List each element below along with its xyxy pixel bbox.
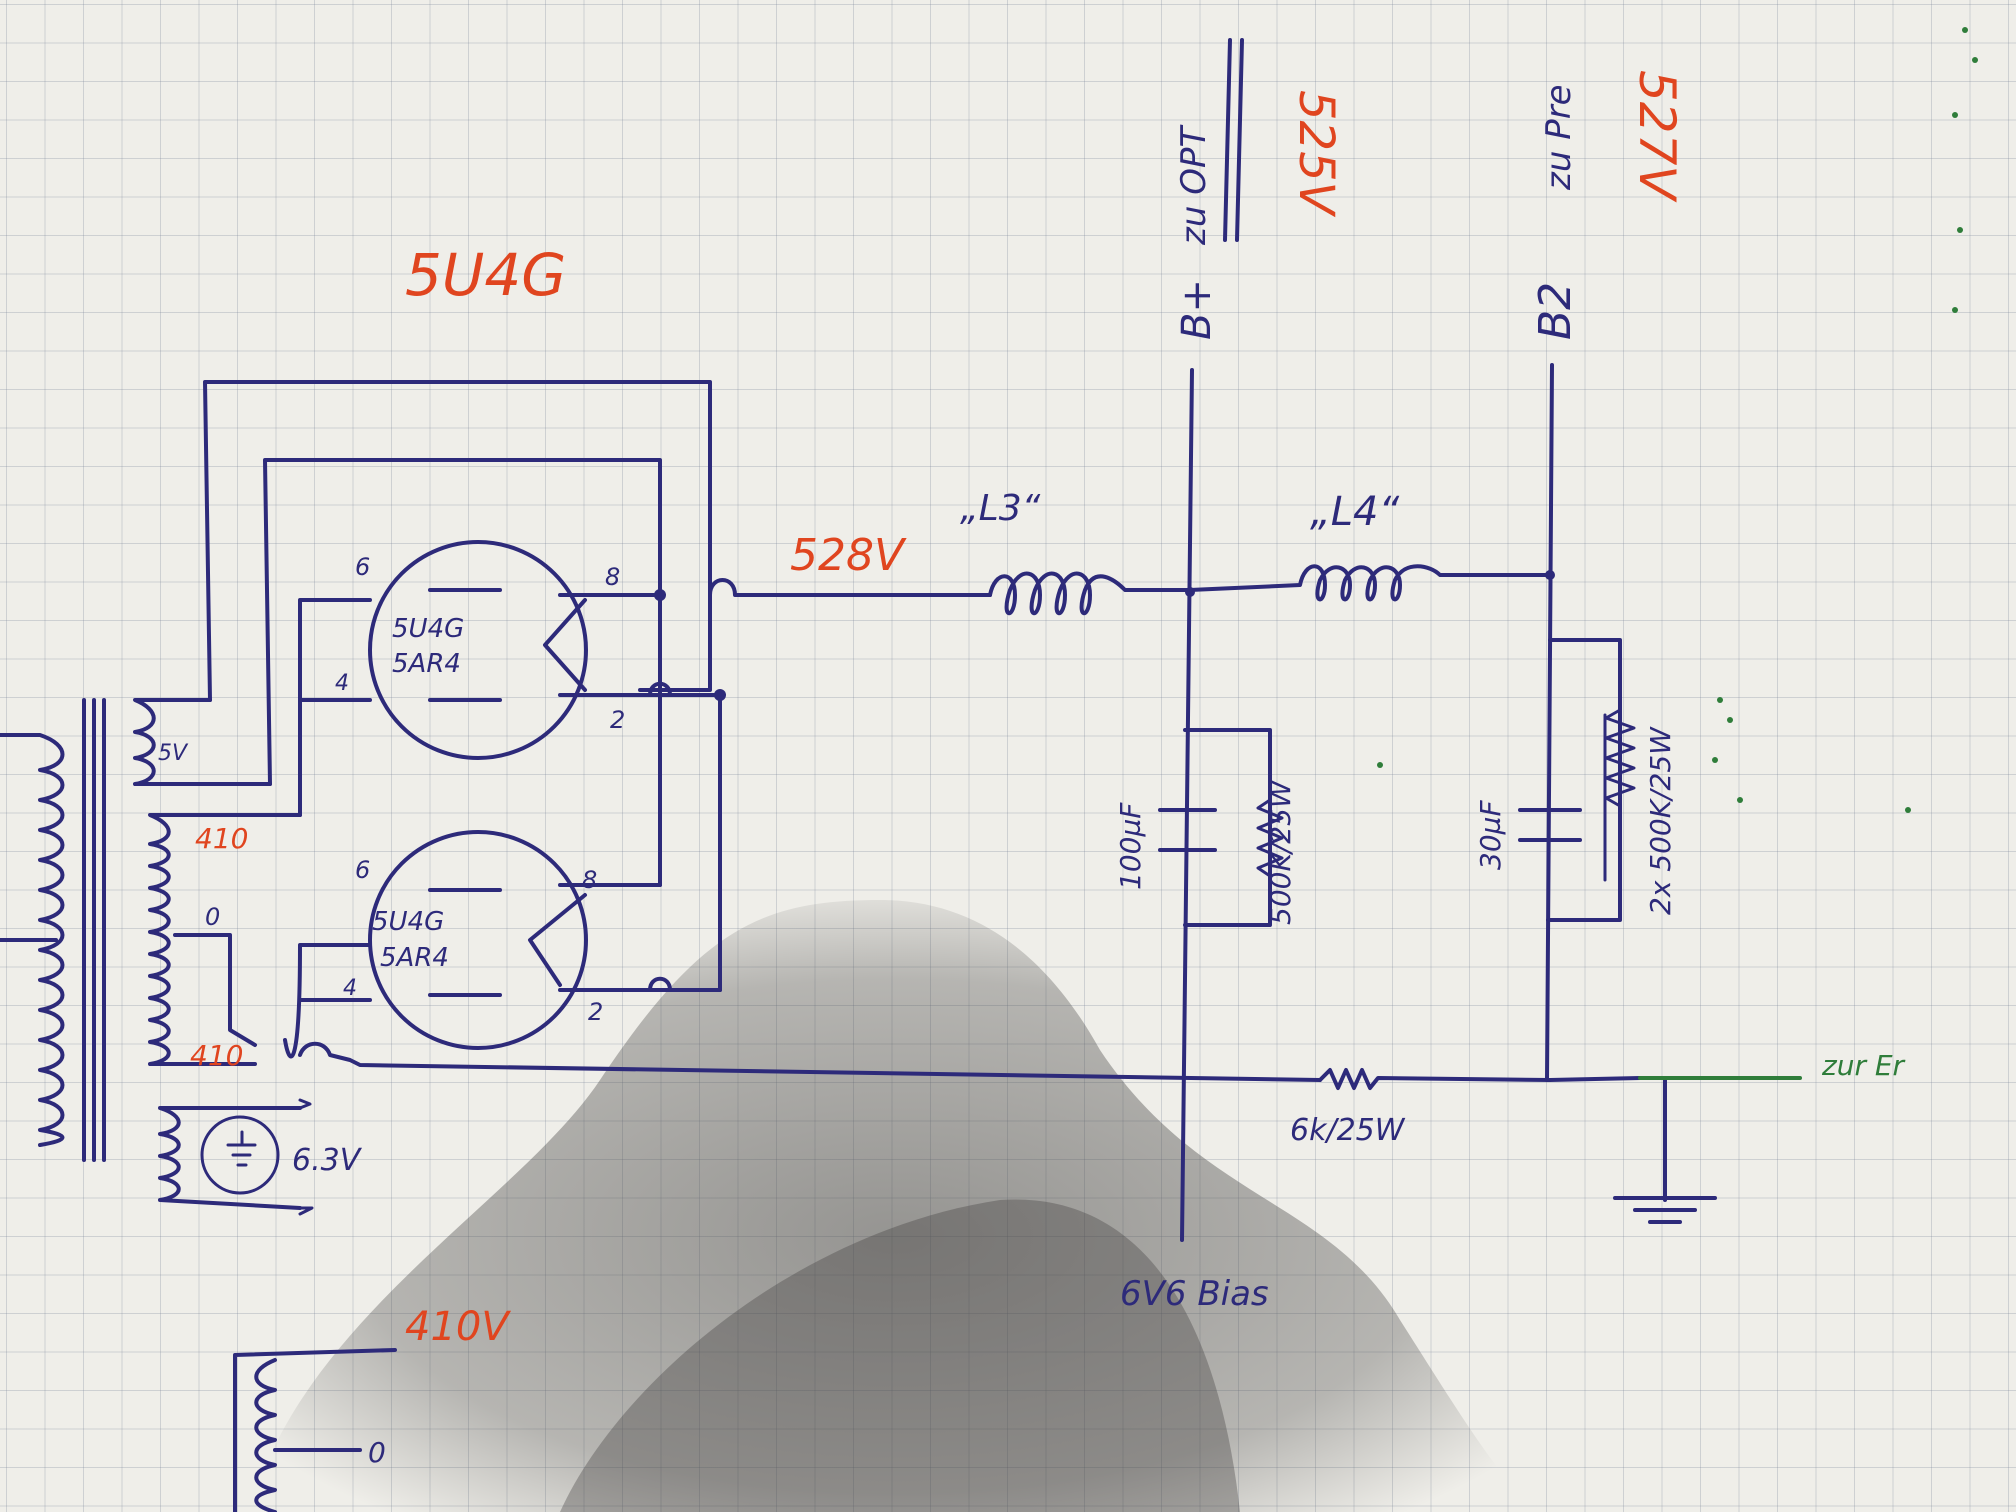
pin-6-bottom: 6 [355, 856, 370, 884]
ground-rail [298, 1041, 1802, 1224]
tube-bottom-line1: 5U4G [372, 907, 444, 937]
winding-5v-label: 5V [158, 741, 189, 766]
node-b-plus-label: B+ [1174, 279, 1220, 340]
node-b2-label: B2 [1530, 282, 1581, 340]
b-plus-voltage-label: 525V [1288, 90, 1344, 218]
b2-rail [1518, 363, 1636, 1082]
pin-8-top: 8 [605, 563, 620, 591]
pin-4-bottom: 4 [343, 976, 357, 1001]
rectifier-title: 5U4G [405, 241, 566, 309]
b-plus-dest-label: zu OPT [1174, 125, 1214, 246]
res-bias-label: 6k/25W [1290, 1113, 1406, 1148]
bias-label: 6V6 Bias [1120, 1274, 1269, 1314]
secondary-0-label: 0 [368, 1436, 386, 1469]
b2-dest-label: zu Pre [1539, 84, 1579, 191]
cap-100-label: 100µF [1114, 802, 1147, 890]
rectifier-tube-top [368, 540, 588, 760]
rectifier-tube-bottom [368, 830, 588, 1050]
pin-8-bottom: 8 [582, 866, 597, 894]
to-label: zur Er [1821, 1049, 1906, 1082]
res-500k-label: 500K/25W [1264, 779, 1297, 925]
pin-2-top: 2 [610, 706, 625, 734]
choke-l4-label: „L4“ [1310, 489, 1399, 535]
tube-top-line1: 5U4G [392, 614, 464, 644]
winding-0-label: 0 [205, 903, 220, 931]
choke-l3 [988, 571, 1192, 616]
res-2x500k-label: 2x 500K/25W [1644, 726, 1677, 915]
winding-410-bottom-label: 410 [190, 1039, 243, 1072]
choke-l4 [1188, 564, 1552, 602]
rectifier-wiring [203, 380, 992, 1059]
power-transformer [0, 698, 314, 1216]
b-plus-rail [1158, 368, 1284, 1242]
pin-2-bottom: 2 [588, 998, 603, 1026]
pin-6-top: 6 [355, 553, 370, 581]
pin-4-top: 4 [335, 671, 349, 696]
tube-bottom-line2: 5AR4 [380, 943, 449, 973]
choke-l3-label: „L3“ [960, 488, 1041, 529]
secondary-winding-sketch [233, 1348, 397, 1512]
secondary-410-label: 410V [405, 1304, 511, 1350]
green-marks [1377, 27, 1978, 813]
heater-label: 6.3V [292, 1143, 363, 1178]
b2-voltage-label: 527V [1628, 70, 1686, 203]
voltage-528-label: 528V [790, 530, 907, 581]
winding-410-top-label: 410 [195, 822, 248, 855]
cap-30-label: 30µF [1474, 800, 1507, 870]
tube-top-line2: 5AR4 [392, 649, 461, 679]
